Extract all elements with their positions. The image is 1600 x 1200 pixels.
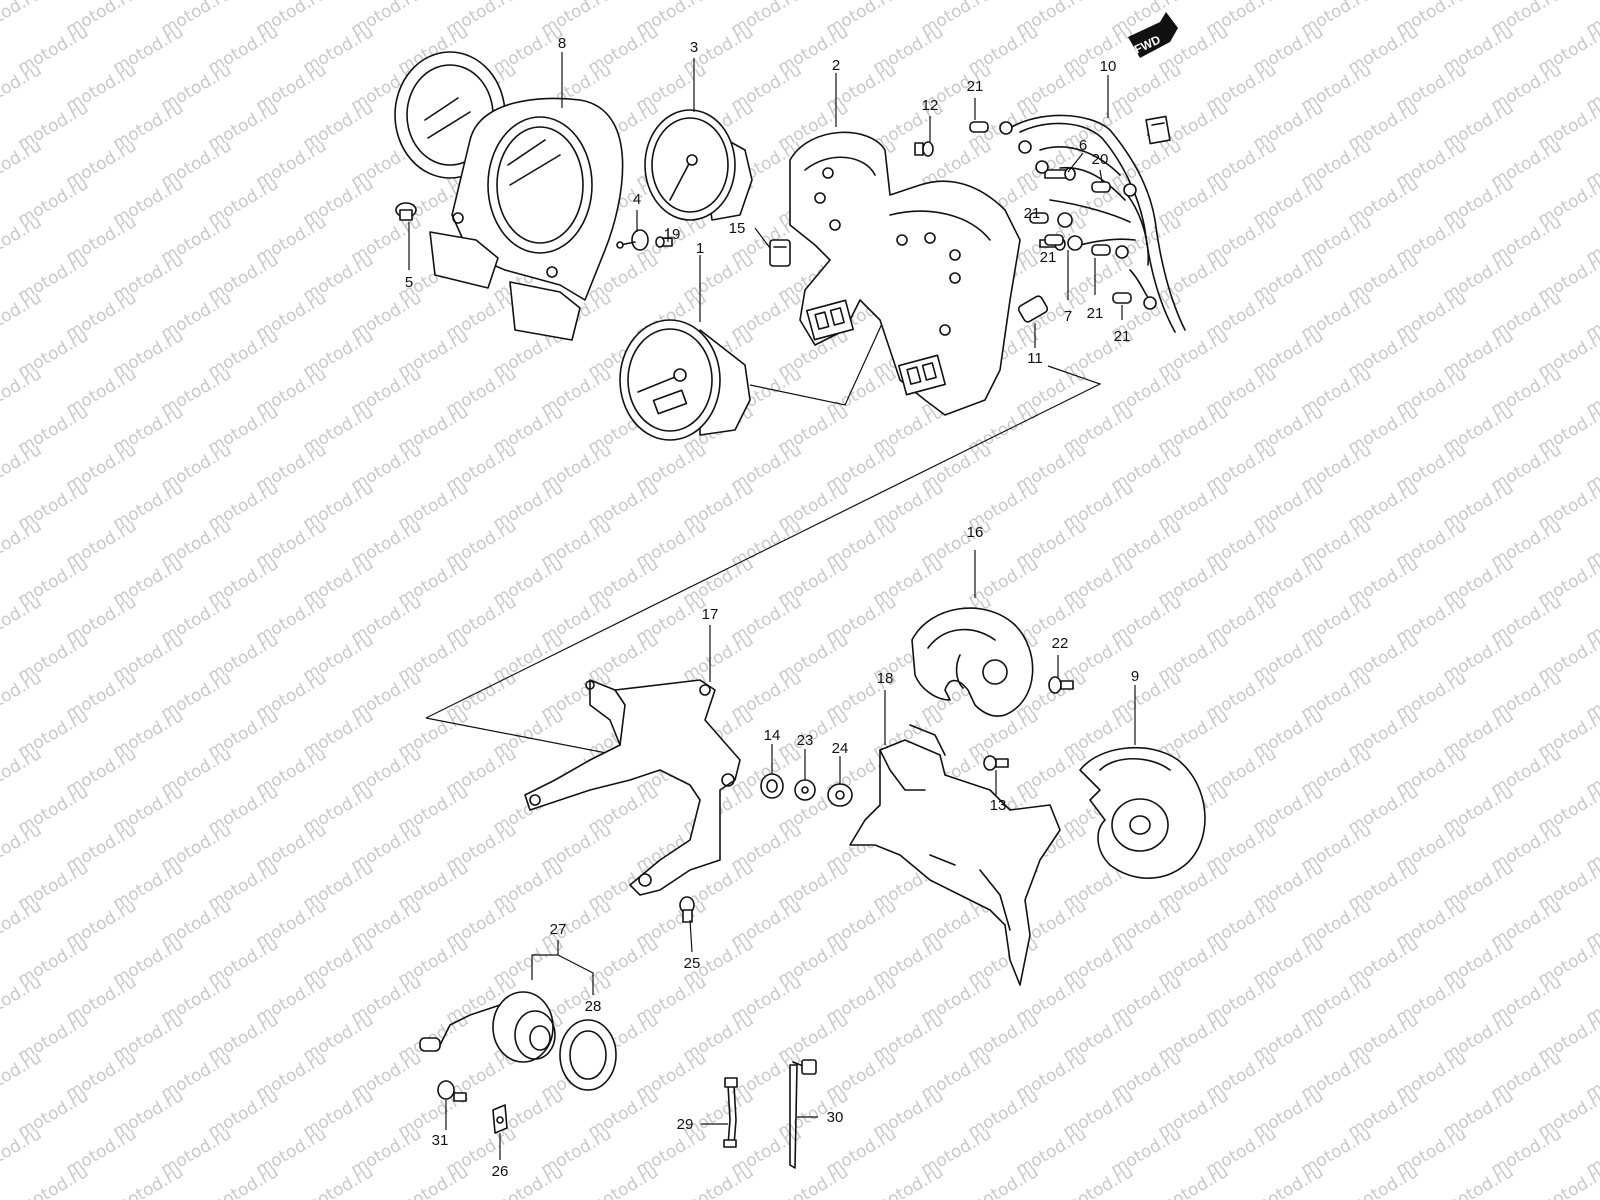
bulb-socket-4 xyxy=(616,229,649,251)
screw-19 xyxy=(655,236,673,248)
part-label-16: 16 xyxy=(967,524,984,541)
part-label-31: 31 xyxy=(432,1132,449,1149)
speedometer xyxy=(619,319,751,441)
part-label-21a: 21 xyxy=(967,78,984,95)
watermark-text: motod.ru xyxy=(1345,1162,1423,1200)
watermark-text: motod.ru xyxy=(0,60,45,116)
watermark-text: motod.ru xyxy=(0,440,45,496)
part-label-19: 19 xyxy=(664,226,681,243)
grommet-14 xyxy=(760,773,784,799)
part-label-21b: 21 xyxy=(1024,205,1041,222)
part-label-2: 2 xyxy=(832,57,840,74)
bulb-21-group xyxy=(969,121,1132,304)
part-label-26: 26 xyxy=(492,1163,509,1180)
watermark-text: motod.ru xyxy=(775,1162,853,1200)
part-label-14: 14 xyxy=(764,727,781,744)
fwd-arrow-icon: FWD xyxy=(1128,12,1178,58)
clip-15 xyxy=(769,239,791,267)
part-label-8: 8 xyxy=(558,35,566,52)
meter-case-upper xyxy=(394,51,624,341)
watermark-text: motod.ru xyxy=(0,972,45,1028)
cover-9 xyxy=(1079,746,1206,879)
watermark-text: motod.ru xyxy=(1440,1162,1518,1200)
wire-harness xyxy=(999,114,1186,333)
tie-30 xyxy=(789,1059,817,1169)
meter-case-lower xyxy=(789,131,1021,416)
part-label-22: 22 xyxy=(1052,635,1069,652)
watermark-text: motod.ru xyxy=(15,1162,93,1200)
leader-lines xyxy=(408,52,1136,1160)
watermark-text: motod.ru xyxy=(0,0,45,40)
watermark-text: motod.ru xyxy=(870,1162,948,1200)
watermark-text: motod.ru xyxy=(0,516,45,572)
screw-5 xyxy=(395,202,417,221)
watermark-text: motod.ru xyxy=(1155,1162,1233,1200)
watermark-text: motod.ru xyxy=(0,744,45,800)
part-label-17: 17 xyxy=(702,606,719,623)
part-label-20: 20 xyxy=(1092,151,1109,168)
tie-29 xyxy=(723,1077,738,1148)
watermark-text: motod.ru xyxy=(0,1048,45,1104)
watermark-text: motod.ru xyxy=(395,1162,473,1200)
part-label-13: 13 xyxy=(990,797,1007,814)
watermark-text: motod.ru xyxy=(585,1162,663,1200)
part-label-21e: 21 xyxy=(1114,328,1131,345)
part-label-21d: 21 xyxy=(1087,305,1104,322)
part-label-28: 28 xyxy=(585,998,602,1015)
clamp-26 xyxy=(492,1104,508,1134)
part-label-23: 23 xyxy=(797,732,814,749)
seal-28 xyxy=(559,1019,617,1091)
watermark-text: motod.ru xyxy=(300,1162,378,1200)
washer-23 xyxy=(794,779,816,801)
bracket-18 xyxy=(849,724,1061,986)
watermark-text: motod.ru xyxy=(680,1162,758,1200)
part-label-7: 7 xyxy=(1064,308,1072,325)
screw-13 xyxy=(983,755,1009,771)
screw-12 xyxy=(914,141,934,157)
cover-16 xyxy=(911,607,1034,717)
part-label-6: 6 xyxy=(1079,137,1087,154)
watermark-text: motod.ru xyxy=(0,288,45,344)
part-label-10: 10 xyxy=(1100,58,1117,75)
watermark-text: motod.ru xyxy=(0,896,45,952)
watermark-text: motod.ru xyxy=(0,364,45,420)
part-label-27: 27 xyxy=(550,921,567,938)
sensor-27 xyxy=(419,991,556,1063)
part-label-4: 4 xyxy=(633,191,641,208)
part-label-24: 24 xyxy=(832,740,849,757)
watermark-text: motod.ru xyxy=(0,212,45,268)
screw-22 xyxy=(1048,676,1074,694)
watermark-text: motod.ru xyxy=(205,1162,283,1200)
part-label-5: 5 xyxy=(405,274,413,291)
nut-24 xyxy=(827,783,853,807)
part-label-21c: 21 xyxy=(1040,249,1057,266)
part-label-12: 12 xyxy=(922,97,939,114)
part-label-11: 11 xyxy=(1027,350,1043,367)
bracket-17 xyxy=(524,679,741,896)
watermark-text: motod.ru xyxy=(0,592,45,648)
watermark-text: motod.ru xyxy=(0,136,45,192)
tachometer xyxy=(644,109,753,221)
watermark-text: motod.ru xyxy=(965,1162,1043,1200)
screw-25 xyxy=(679,896,695,923)
part-label-3: 3 xyxy=(690,39,698,56)
part-label-9: 9 xyxy=(1131,668,1139,685)
part-label-18: 18 xyxy=(877,670,894,687)
part-label-30: 30 xyxy=(827,1109,844,1126)
bolt-31 xyxy=(437,1080,467,1102)
watermark-text: motod.ru xyxy=(1250,1162,1328,1200)
watermark-text: motod.ru xyxy=(0,820,45,876)
watermark-text: motod.ru xyxy=(110,1162,188,1200)
part-label-1: 1 xyxy=(696,240,704,257)
part-labels: 8 3 2 4 19 1 5 15 12 21 10 6 20 21 21 7 … xyxy=(405,35,1139,1180)
watermark-text: motod.ru xyxy=(1060,1162,1138,1200)
watermark-text: motod.ru xyxy=(0,668,45,724)
part-label-15: 15 xyxy=(729,220,746,237)
part-label-29: 29 xyxy=(677,1116,694,1133)
watermark-text: motod.ru xyxy=(0,1124,45,1180)
resistor-11 xyxy=(1017,295,1049,323)
part-label-25: 25 xyxy=(684,955,701,972)
